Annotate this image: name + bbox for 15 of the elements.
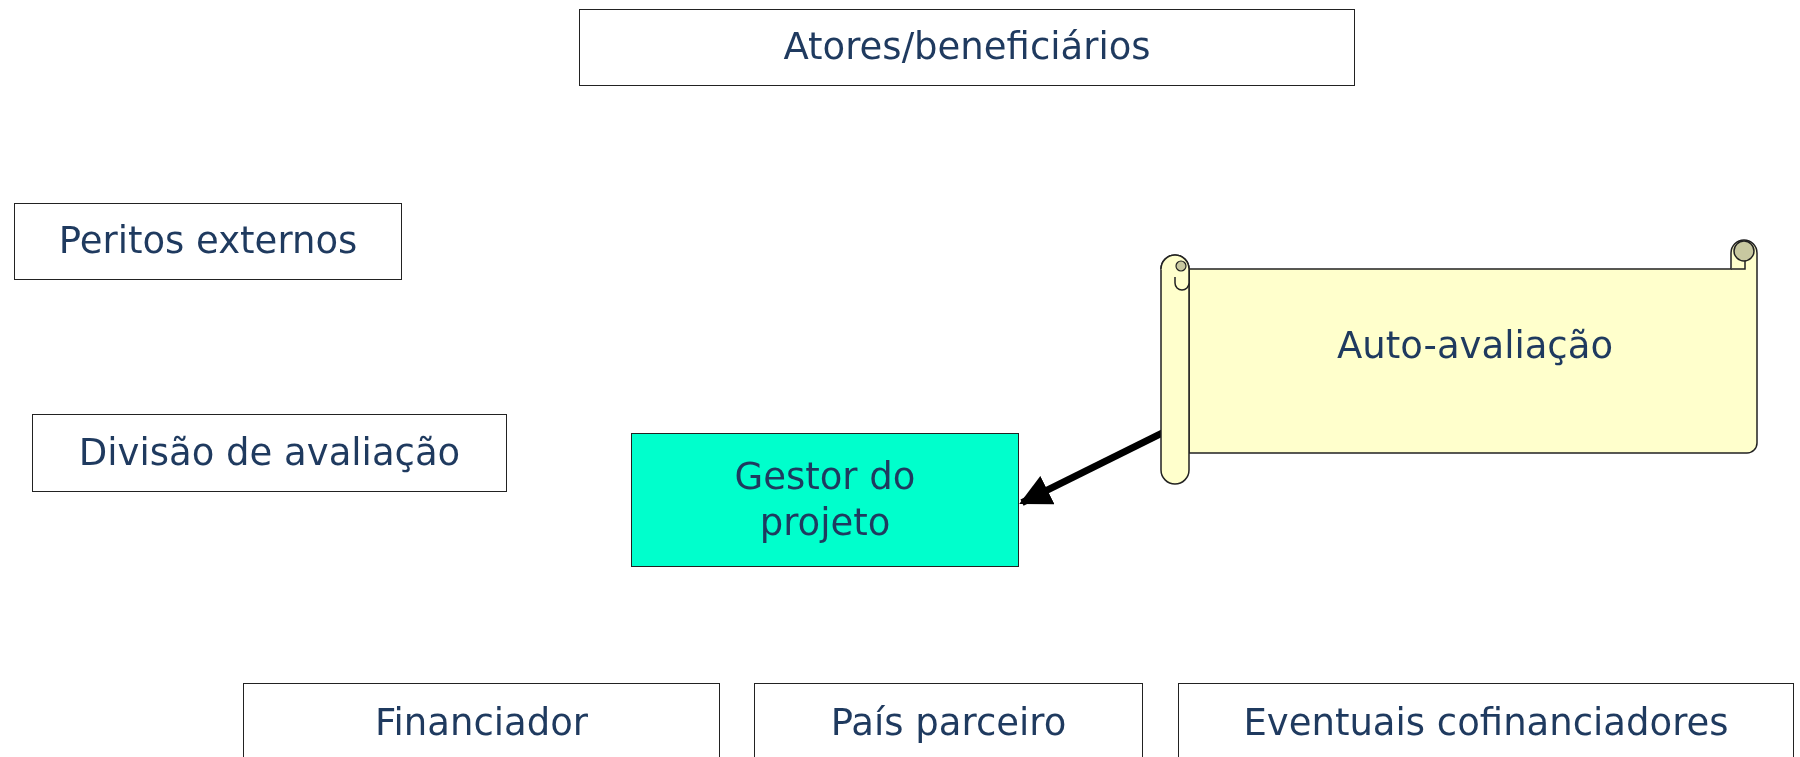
label-box	[14, 203, 402, 280]
node-label: Auto-avaliação	[1336, 322, 1614, 369]
label-box	[1178, 683, 1794, 757]
label-box	[579, 9, 1355, 86]
node-label: Financiador	[374, 699, 589, 746]
node-label: Divisão de avaliação	[78, 429, 461, 476]
node-label: Atores/beneficiários	[783, 24, 1151, 71]
label-box	[243, 683, 720, 757]
node-label: Peritos externos	[58, 218, 358, 265]
node-label: Eventuais cofinanciadores	[1243, 699, 1729, 746]
label-box	[754, 683, 1143, 757]
node-label: Gestor do projeto	[733, 453, 917, 546]
label-box	[32, 414, 507, 492]
node-label: País parceiro	[830, 699, 1067, 746]
highlighted-box	[631, 433, 1019, 567]
